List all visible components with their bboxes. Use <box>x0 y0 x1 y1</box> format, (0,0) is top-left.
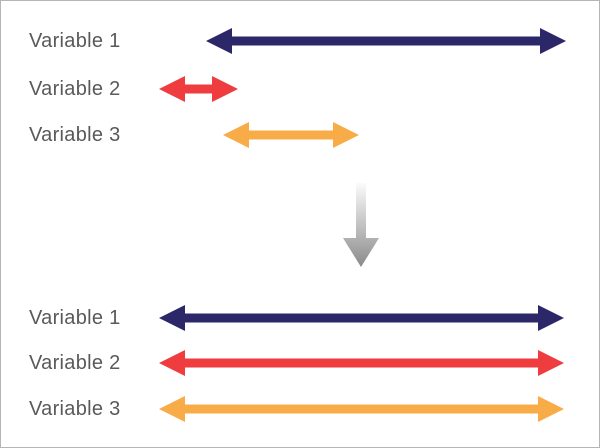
variable-3-scaled-range-arrow-icon <box>159 395 564 423</box>
variable-1-label: Variable 1 <box>29 30 121 52</box>
variable-2-label: Variable 2 <box>29 352 121 374</box>
before-row-variable-3: Variable 3 <box>1 121 599 149</box>
variable-2-label: Variable 2 <box>29 78 121 100</box>
after-row-variable-1: Variable 1 <box>1 304 599 332</box>
variable-2-scaled-range-arrow-icon <box>159 349 564 377</box>
variable-1-scaled-range-arrow-icon <box>159 304 564 332</box>
variable-3-label: Variable 3 <box>29 124 121 146</box>
transform-down-arrow-icon <box>343 183 379 269</box>
variable-1-label: Variable 1 <box>29 307 121 329</box>
variable-1-range-arrow-icon <box>206 27 566 55</box>
before-row-variable-1: Variable 1 <box>1 27 599 55</box>
variable-2-range-arrow-icon <box>159 75 238 103</box>
variable-3-range-arrow-icon <box>223 121 359 149</box>
after-row-variable-3: Variable 3 <box>1 395 599 423</box>
before-row-variable-2: Variable 2 <box>1 75 599 103</box>
after-row-variable-2: Variable 2 <box>1 349 599 377</box>
variable-3-label: Variable 3 <box>29 398 121 420</box>
